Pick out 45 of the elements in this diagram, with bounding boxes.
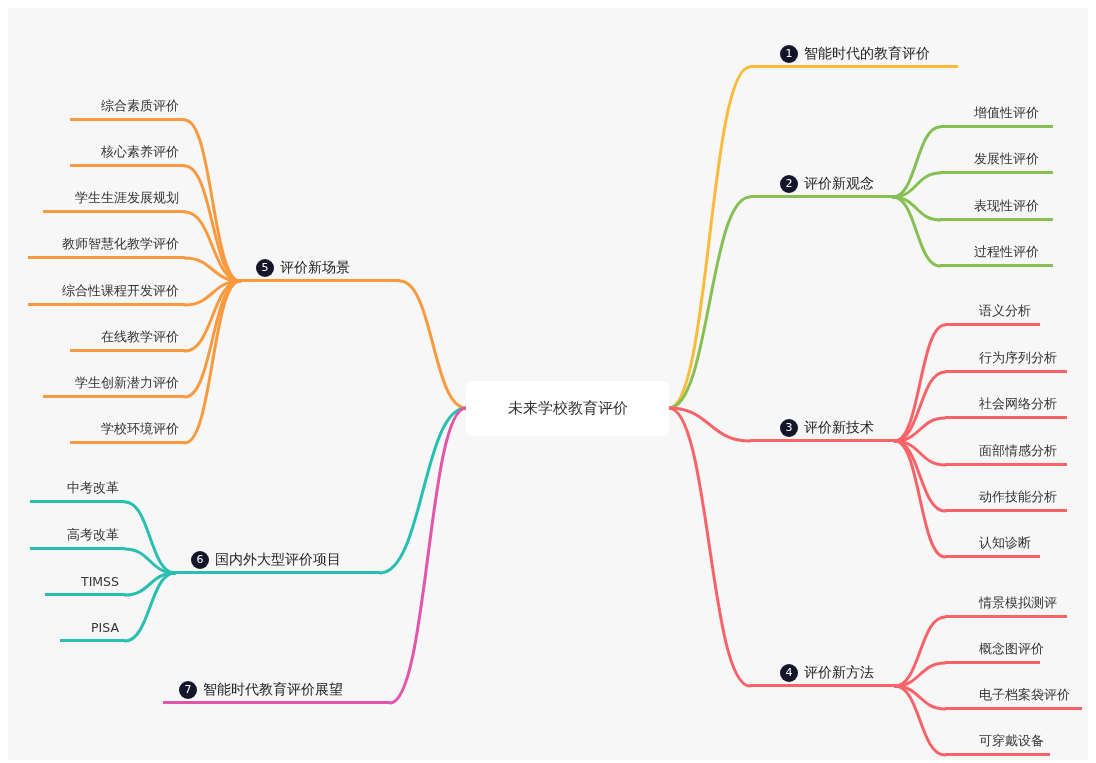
subtopic-node: 学校环境评价 [70, 418, 185, 444]
branch-connector [667, 195, 752, 410]
subtopic-node: PISA [60, 616, 125, 642]
topic-label: 评价新观念 [804, 174, 874, 193]
subtopic-node: 情景模拟测评 [945, 592, 1067, 618]
subtopic-node: 表现性评价 [940, 195, 1053, 221]
topic-label: 智能时代教育评价展望 [203, 680, 343, 699]
branch-connector [123, 571, 177, 643]
subtopic-node: 社会网络分析 [945, 393, 1067, 419]
subtopic-node: 过程性评价 [940, 241, 1053, 267]
subtopic-node: 学生生涯发展规划 [43, 187, 185, 213]
topic-label: 评价新场景 [280, 258, 350, 277]
subtopic-node: 高考改革 [30, 524, 125, 550]
subtopic-node: 综合素质评价 [70, 95, 185, 121]
subtopic-node: TIMSS [45, 570, 125, 596]
subtopic-node: 中考改革 [30, 477, 125, 503]
branch-connector [893, 661, 947, 688]
subtopic-node: 行为序列分析 [945, 347, 1067, 373]
branch-connector [183, 256, 242, 283]
topic-label: 国内外大型评价项目 [215, 550, 341, 569]
subtopic-node: 电子档案袋评价 [945, 684, 1082, 710]
branch-connector [891, 171, 942, 199]
branch-connector [667, 406, 752, 688]
topic-label: 评价新方法 [804, 663, 874, 682]
subtopic-node: 学生创新潜力评价 [43, 372, 185, 398]
subtopic-node: 综合性课程开发评价 [28, 280, 185, 306]
branch-connector [398, 279, 468, 410]
subtopic-node: 教师智慧化教学评价 [28, 233, 185, 259]
subtopic-node: 增值性评价 [940, 102, 1053, 128]
subtopic-node: 动作技能分析 [945, 486, 1067, 512]
branch-connector [183, 279, 242, 445]
subtopic-node: 发展性评价 [940, 148, 1053, 174]
subtopic-node: 认知诊断 [945, 532, 1040, 558]
branch-connector [123, 547, 177, 575]
topic-label: 智能时代的教育评价 [804, 44, 930, 63]
central-topic-box: 未来学校教育评价 [466, 381, 669, 436]
subtopic-node: 可穿戴设备 [945, 730, 1050, 756]
branch-connector [388, 406, 468, 705]
subtopic-node: 核心素养评价 [70, 141, 185, 167]
subtopic-node: 语义分析 [945, 300, 1040, 326]
topic-label: 评价新技术 [804, 418, 874, 437]
subtopic-node: 在线教学评价 [70, 326, 185, 352]
branch-connector [893, 684, 947, 757]
subtopic-node: 面部情感分析 [945, 440, 1067, 466]
branch-connector [891, 195, 942, 268]
